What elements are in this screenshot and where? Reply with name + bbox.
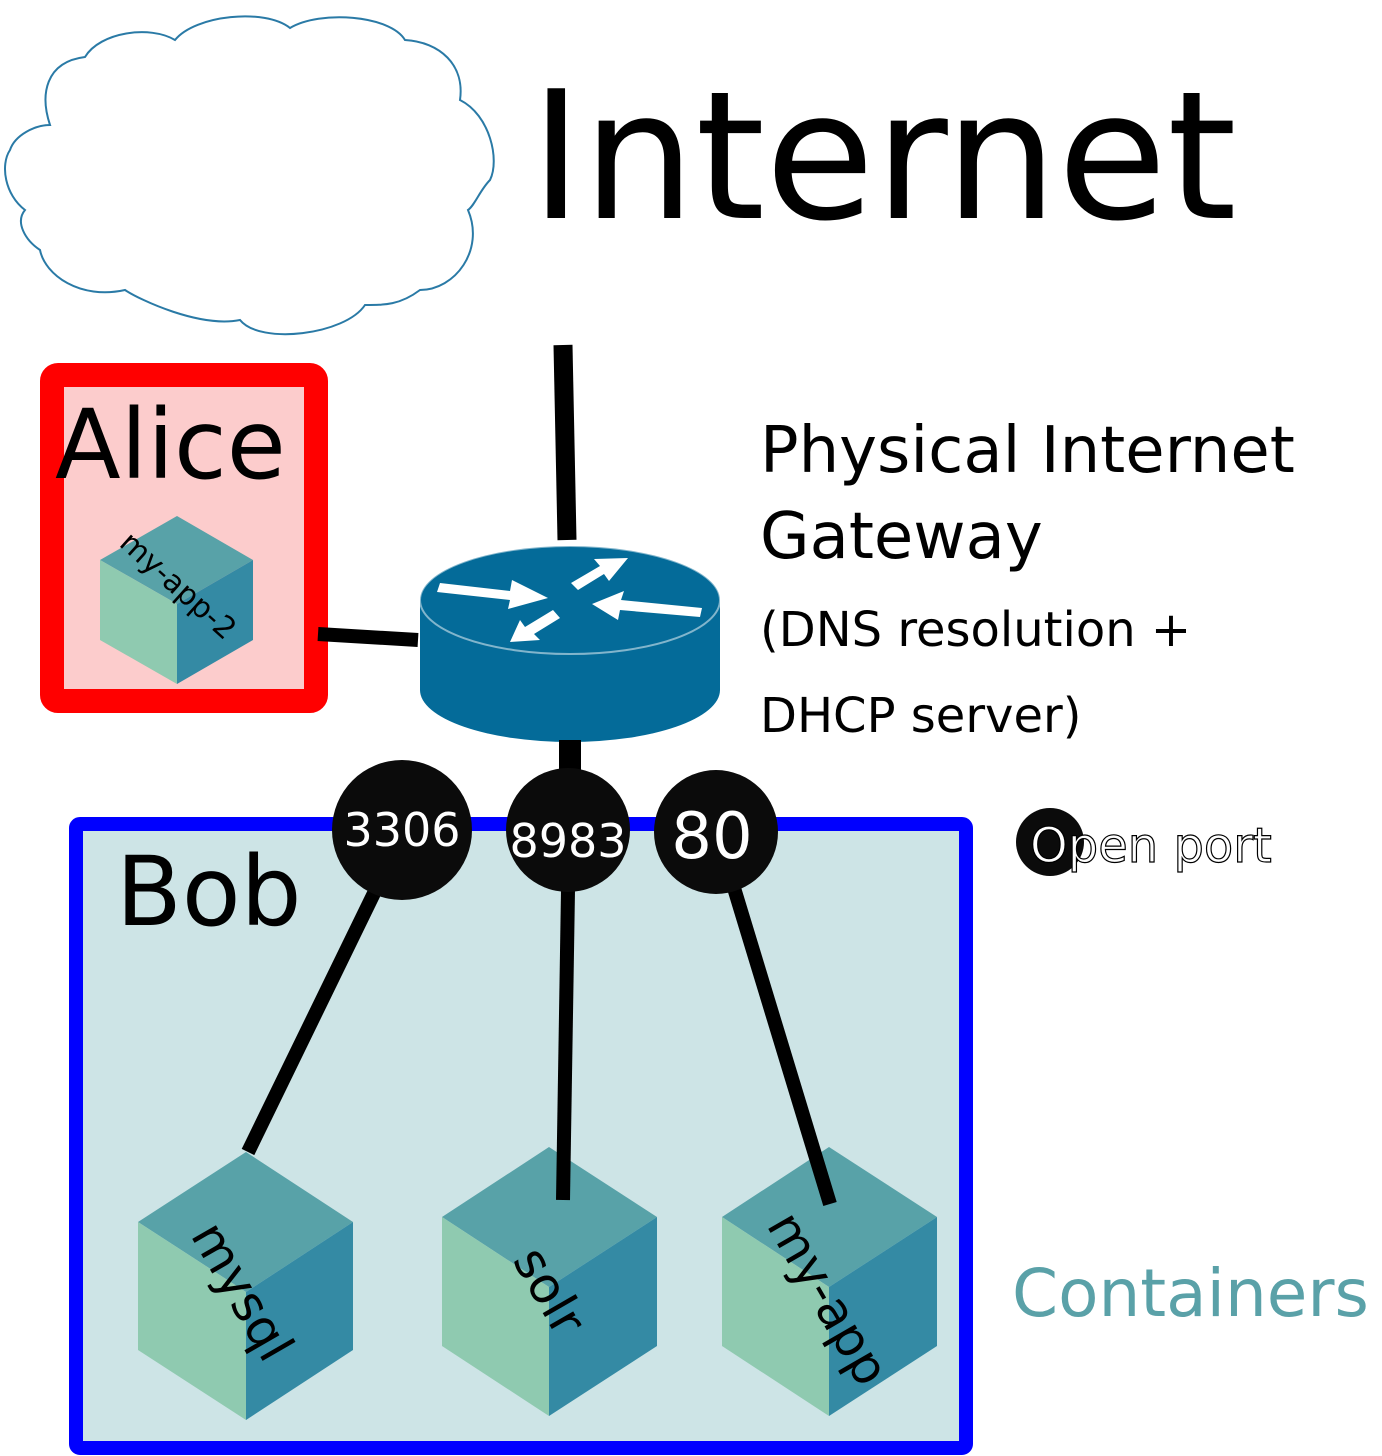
alice-cable [317,627,419,647]
port-80-label: 80 [671,800,752,874]
port-80: 80 [654,770,778,894]
bob-host-label: Bob [116,836,302,948]
my-app-cable [727,885,837,1207]
gateway-desc-line2: DHCP server) [760,688,1081,744]
internet-cloud-icon [4,15,495,336]
my-app-container-cube-icon [722,1147,937,1416]
containers-legend-label: Containers [1012,1255,1369,1332]
mysql-cable [241,881,385,1156]
uplink-cable [553,344,577,541]
gateway-title-line2: Gateway [760,500,1043,574]
alice-container-cube-icon [100,516,253,684]
solr-cable [556,889,575,1201]
port-8983: 8983 [506,768,630,892]
open-port-legend-label: Open port [1030,818,1272,874]
solr-container-cube-icon [442,1147,657,1416]
internet-title: Internet [530,53,1237,260]
port-8983-label: 8983 [509,814,626,868]
gateway-desc-line1: (DNS resolution + [760,602,1191,658]
gateway-title-line1: Physical Internet [760,414,1295,488]
port-3306-label: 3306 [343,803,460,857]
mysql-container-cube-icon [138,1152,353,1420]
open-port-legend-icon [1016,808,1084,876]
gateway-router-icon [419,545,721,742]
port-3306: 3306 [332,760,472,900]
alice-host-label: Alice [55,389,286,501]
